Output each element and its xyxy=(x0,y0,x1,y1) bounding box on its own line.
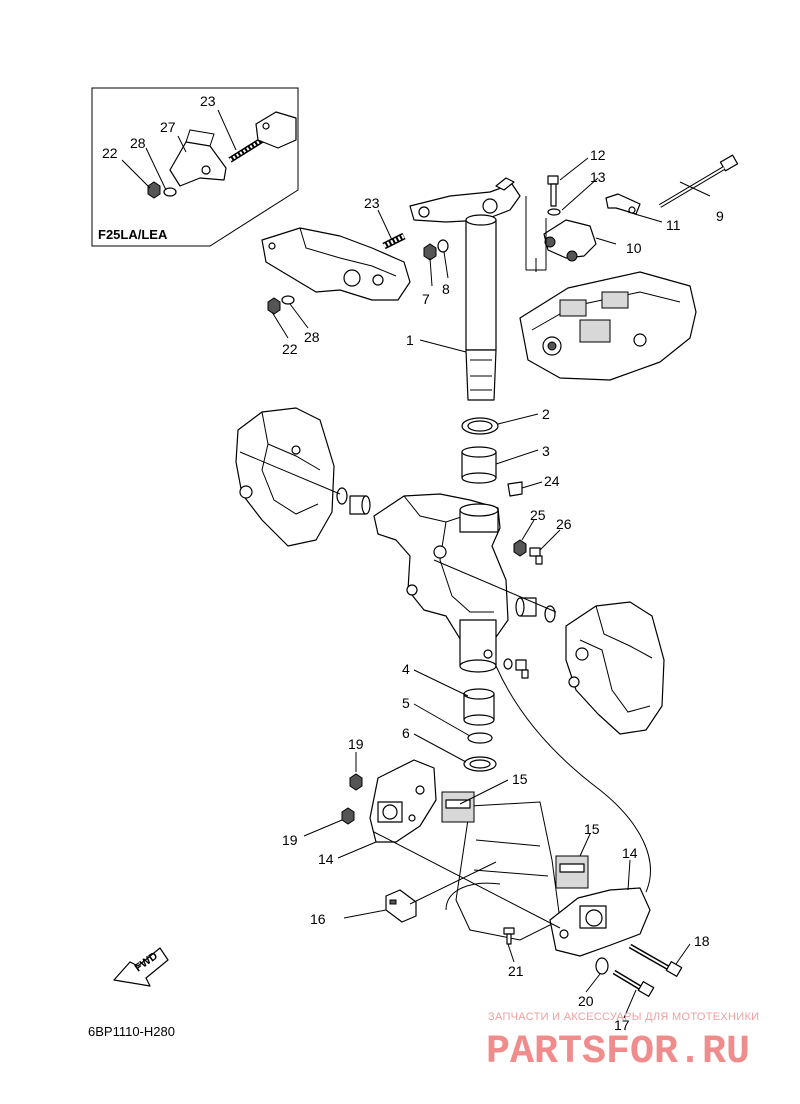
stud xyxy=(382,232,406,250)
inset-stud xyxy=(228,137,264,163)
callout-11: 11 xyxy=(666,217,681,233)
grease-fitting xyxy=(515,659,529,679)
callout-23-inset: 23 xyxy=(200,93,216,109)
bolt-17 xyxy=(612,969,655,997)
callout-19-upper: 19 xyxy=(348,736,364,752)
rubber-mount-lower xyxy=(555,855,589,889)
callout-6: 6 xyxy=(402,725,410,741)
callout-28: 28 xyxy=(304,329,320,345)
bottom-cowling xyxy=(519,258,697,381)
callout-10: 10 xyxy=(626,240,642,256)
nut xyxy=(423,243,437,261)
bolt-21 xyxy=(503,927,515,945)
watermark-tagline: ЗАПЧАСТИ И АКСЕССУАРЫ ДЛЯ МОТОТЕХНИКИ xyxy=(488,1011,759,1023)
cover-plate xyxy=(385,889,417,923)
clamp-bracket-left xyxy=(235,407,335,547)
assembly-line xyxy=(495,665,651,893)
washer-20 xyxy=(595,957,609,975)
washer-small xyxy=(503,658,513,670)
bushing-left xyxy=(349,495,371,515)
upper-bracket xyxy=(409,177,521,223)
fwd-arrow-icon: FWD xyxy=(113,947,169,987)
inset-box: F25LA/LEA xyxy=(91,87,299,247)
mount-bracket-lower xyxy=(549,887,651,957)
callout-25: 25 xyxy=(530,507,546,523)
callout-15-lower: 15 xyxy=(584,821,600,837)
bolt-18 xyxy=(628,943,683,977)
diagram-code: 6BP1110-H280 xyxy=(88,1024,175,1039)
callout-28-inset: 28 xyxy=(130,135,146,151)
callout-2: 2 xyxy=(542,406,550,422)
callout-4: 4 xyxy=(402,661,410,677)
inset-bracket xyxy=(169,141,227,187)
callout-8: 8 xyxy=(442,281,450,297)
callout-18: 18 xyxy=(694,933,710,949)
bolt xyxy=(547,175,559,207)
callout-27: 27 xyxy=(160,119,176,135)
callout-16: 16 xyxy=(310,911,326,927)
steering-friction-bracket xyxy=(543,219,597,259)
callout-19-lower: 19 xyxy=(282,832,298,848)
nut-lower xyxy=(267,297,281,315)
callout-17: 17 xyxy=(614,1017,630,1033)
callout-24: 24 xyxy=(544,473,560,489)
inset-title: F25LA/LEA xyxy=(98,227,168,242)
callout-3: 3 xyxy=(542,443,550,459)
washer-13 xyxy=(547,208,561,216)
inset-nut xyxy=(147,181,161,199)
callout-20: 20 xyxy=(578,993,594,1009)
lower-unit-outline xyxy=(445,801,561,941)
callout-1: 1 xyxy=(406,332,414,348)
watermark: ЗАПЧАСТИ И АКСЕССУАРЫ ДЛЯ МОТОТЕХНИКИ PA… xyxy=(486,1011,759,1075)
callout-9: 9 xyxy=(716,208,724,224)
callout-23: 23 xyxy=(364,195,380,211)
inset-washer xyxy=(163,187,177,197)
callout-13: 13 xyxy=(590,169,606,185)
callout-12: 12 xyxy=(590,147,606,163)
callout-14-upper: 14 xyxy=(318,851,334,867)
bushing-right xyxy=(515,597,537,617)
steering-arm xyxy=(261,227,411,301)
nut-19-lower xyxy=(341,807,355,825)
callout-22: 22 xyxy=(282,341,298,357)
inset-clamp xyxy=(255,111,297,149)
callout-14-lower: 14 xyxy=(622,845,638,861)
steering-shaft xyxy=(465,214,497,401)
callout-21: 21 xyxy=(508,963,524,979)
nut-19-upper xyxy=(349,773,363,791)
washer-lower xyxy=(281,295,295,305)
washer xyxy=(437,239,449,253)
callout-22-inset: 22 xyxy=(102,145,118,161)
grease-nipple xyxy=(529,547,543,565)
long-bolt xyxy=(658,154,739,208)
callout-15-upper: 15 xyxy=(512,771,528,787)
callout-labels: 23 27 28 22 23 7 8 22 28 1 12 13 9 11 10… xyxy=(102,93,724,1033)
callout-5: 5 xyxy=(402,695,410,711)
callout-7: 7 xyxy=(422,291,430,307)
o-ring xyxy=(467,732,493,744)
wedge xyxy=(507,481,523,497)
nut-25 xyxy=(513,539,527,557)
upper-bushing xyxy=(461,446,497,484)
mount-bracket-upper xyxy=(369,759,437,843)
callout-26: 26 xyxy=(556,516,572,532)
washer-left xyxy=(336,487,348,505)
lower-bushing xyxy=(463,688,495,726)
swivel-bracket xyxy=(373,493,509,673)
rubber-mount-upper xyxy=(441,791,475,823)
leader-lines xyxy=(121,109,711,1019)
watermark-brand: PARTSFOR.RU xyxy=(486,1030,750,1075)
clamp-bracket-right xyxy=(565,601,665,735)
